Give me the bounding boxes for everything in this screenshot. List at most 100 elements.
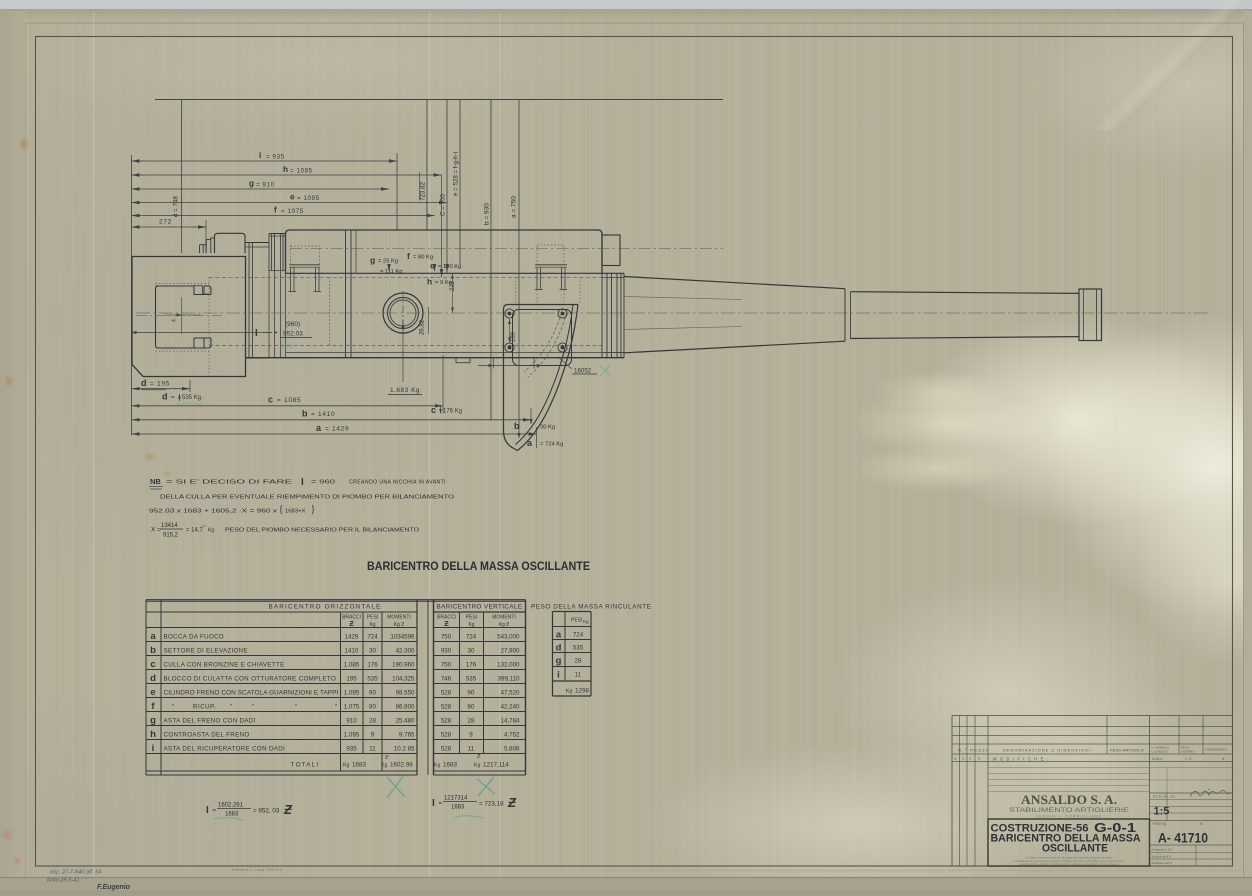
svg-text:98.550: 98.550 — [396, 689, 415, 696]
svg-text:= 25 Kg: = 25 Kg — [378, 259, 398, 265]
svg-text:528: 528 — [441, 731, 452, 738]
svg-text:= SI E’ DECISO DI FARE: = SI E’ DECISO DI FARE — [166, 480, 292, 486]
svg-text:PESO ARTICOLO: PESO ARTICOLO — [1110, 749, 1144, 753]
svg-text:e: e — [290, 193, 295, 202]
svg-text:910: 910 — [346, 717, 357, 724]
svg-text:I: I — [301, 477, 304, 488]
svg-text:a = 750: a = 750 — [511, 196, 518, 218]
svg-text:952.03 x 1683 + 1605,2 ·X: 952.03 x 1683 + 1605,2 ·X = 960 x — [149, 509, 277, 515]
svg-text:SETTORE DI ELEVAZIONE: SETTORE DI ELEVAZIONE — [164, 647, 248, 654]
svg-text:Kg: Kg — [474, 763, 480, 769]
svg-text:195: 195 — [346, 675, 357, 682]
svg-text:STABILIMENTO ARTIGLIERIE: STABILIMENTO ARTIGLIERIE — [1009, 807, 1129, 814]
svg-text:= 1085: = 1085 — [277, 397, 301, 404]
svg-text:Kg Ƶ: Kg Ƶ — [499, 622, 510, 628]
svg-text:930: 930 — [441, 647, 452, 654]
svg-text:1.095: 1.095 — [344, 731, 360, 738]
svg-text:BRACCI: BRACCI — [437, 615, 456, 621]
svg-text:Formato A.1 — Mod. 7920-IS-3: Formato A.1 — Mod. 7920-IS-3 — [232, 868, 282, 872]
svg-text:535 Kg.: 535 Kg. — [182, 395, 203, 401]
svg-text:e: e — [430, 261, 435, 271]
svg-text:5.808: 5.808 — [504, 745, 520, 752]
svg-text:PESO: PESO — [1181, 746, 1190, 750]
svg-text:BRACCI: BRACCI — [342, 615, 361, 621]
svg-text:27,900: 27,900 — [501, 647, 520, 654]
svg-text:d: d — [556, 643, 562, 654]
svg-text:90: 90 — [468, 689, 475, 696]
svg-text:10.2 85: 10.2 85 — [394, 745, 415, 752]
svg-text:528: 528 — [441, 703, 452, 710]
svg-text:DENOMINAZIONE E DIMENSIONI: DENOMINAZIONE E DIMENSIONI — [1003, 748, 1091, 753]
svg-text:180: 180 — [511, 331, 517, 342]
svg-text:1 : 5: 1 : 5 — [1185, 757, 1191, 761]
svg-text:190.960: 190.960 — [392, 661, 415, 668]
svg-text:543,000: 543,000 — [497, 633, 520, 640]
svg-text:= 723,18: = 723,18 — [479, 801, 504, 808]
svg-text:vietandone la riproduzione e l: vietandone la riproduzione e la comunica… — [1015, 859, 1124, 863]
svg-text:1602.98: 1602.98 — [390, 762, 413, 769]
svg-text:535: 535 — [573, 645, 584, 652]
svg-text:e = 528 = f-g-h-i: e = 528 = f-g-h-i — [453, 152, 460, 196]
svg-text:80: 80 — [369, 703, 376, 710]
svg-text:11: 11 — [369, 745, 376, 752]
svg-text:(960): (960) — [285, 321, 300, 328]
svg-text:b: b — [150, 645, 156, 656]
svg-text:TOTALI: TOTALI — [291, 762, 320, 769]
svg-text:30: 30 — [468, 647, 475, 654]
svg-text:1217,114: 1217,114 — [483, 762, 509, 769]
svg-text:528: 528 — [441, 745, 452, 752]
svg-text:= 724 Kg: = 724 Kg — [540, 442, 563, 448]
svg-text:132,000: 132,000 — [497, 661, 520, 668]
svg-text:d: d — [141, 378, 147, 388]
svg-text:g: g — [150, 715, 156, 726]
svg-text:OSCILLANTE: OSCILLANTE — [1042, 843, 1108, 855]
svg-text:9: 9 — [371, 731, 375, 738]
svg-text:c: c — [150, 659, 155, 670]
svg-text:535: 535 — [367, 675, 378, 682]
svg-text:1429: 1429 — [345, 633, 359, 640]
svg-text:f: f — [274, 206, 277, 215]
svg-text:= 1075: = 1075 — [281, 208, 304, 215]
svg-text:O DISEGNO: O DISEGNO — [1152, 749, 1169, 753]
svg-text:4.752: 4.752 — [504, 731, 520, 738]
svg-text:G-0-1: G-0-1 — [1094, 821, 1136, 835]
svg-text:Sostituisce il N.: Sostituisce il N. — [1152, 854, 1173, 858]
svg-text:724: 724 — [367, 633, 378, 640]
svg-text:=: = — [171, 395, 175, 401]
svg-text:176 Kg: 176 Kg — [443, 409, 462, 415]
svg-text:= 14,7: = 14,7 — [186, 528, 204, 534]
svg-text:723,82: 723,82 — [420, 182, 427, 201]
svg-text:SCALA: SCALA — [1152, 757, 1163, 761]
svg-text:BARICENTRO VERTICALE: BARICENTRO VERTICALE — [437, 604, 523, 611]
svg-text:935: 935 — [346, 745, 357, 752]
svg-text:GENOVA — CORNIGLIANO: GENOVA — CORNIGLIANO — [1035, 815, 1102, 819]
svg-text:1298: 1298 — [575, 688, 590, 695]
svg-text:I: I — [206, 805, 209, 816]
svg-text:I: I — [255, 328, 258, 339]
svg-text:Kg: Kg — [343, 763, 349, 769]
svg-text:1:5: 1:5 — [1154, 806, 1170, 818]
svg-text:a: a — [556, 630, 562, 641]
svg-text:g: g — [556, 656, 562, 667]
svg-text:i: i — [259, 151, 261, 160]
svg-text:= 111 Kg: = 111 Kg — [380, 269, 403, 275]
svg-text:Ƶ: Ƶ — [507, 795, 517, 810]
svg-text:1683: 1683 — [352, 762, 367, 769]
svg-text:750: 750 — [441, 633, 452, 640]
svg-text:Ƶ: Ƶ — [283, 802, 293, 817]
svg-text:i: i — [557, 670, 560, 681]
svg-text:b: b — [302, 409, 308, 419]
svg-text:h: h — [427, 277, 432, 287]
svg-text:CREANDO UNA NICCHIA IN AVANTI: CREANDO UNA NICCHIA IN AVANTI — [349, 480, 446, 486]
svg-text:a: a — [316, 423, 322, 433]
svg-text:= 1095: = 1095 — [297, 195, 320, 202]
svg-text:13414: 13414 — [161, 523, 178, 529]
svg-text:1410: 1410 — [345, 647, 359, 654]
svg-text:30: 30 — [369, 647, 376, 654]
svg-text:= 190 Kg: = 190 Kg — [438, 264, 461, 270]
svg-text:RICUP.: RICUP. — [193, 703, 216, 710]
svg-text:SCALA: SCALA — [1153, 794, 1168, 798]
svg-text:”: ” — [230, 703, 232, 710]
svg-text:535: 535 — [466, 675, 477, 682]
svg-text:Ƶ: Ƶ — [349, 621, 354, 628]
